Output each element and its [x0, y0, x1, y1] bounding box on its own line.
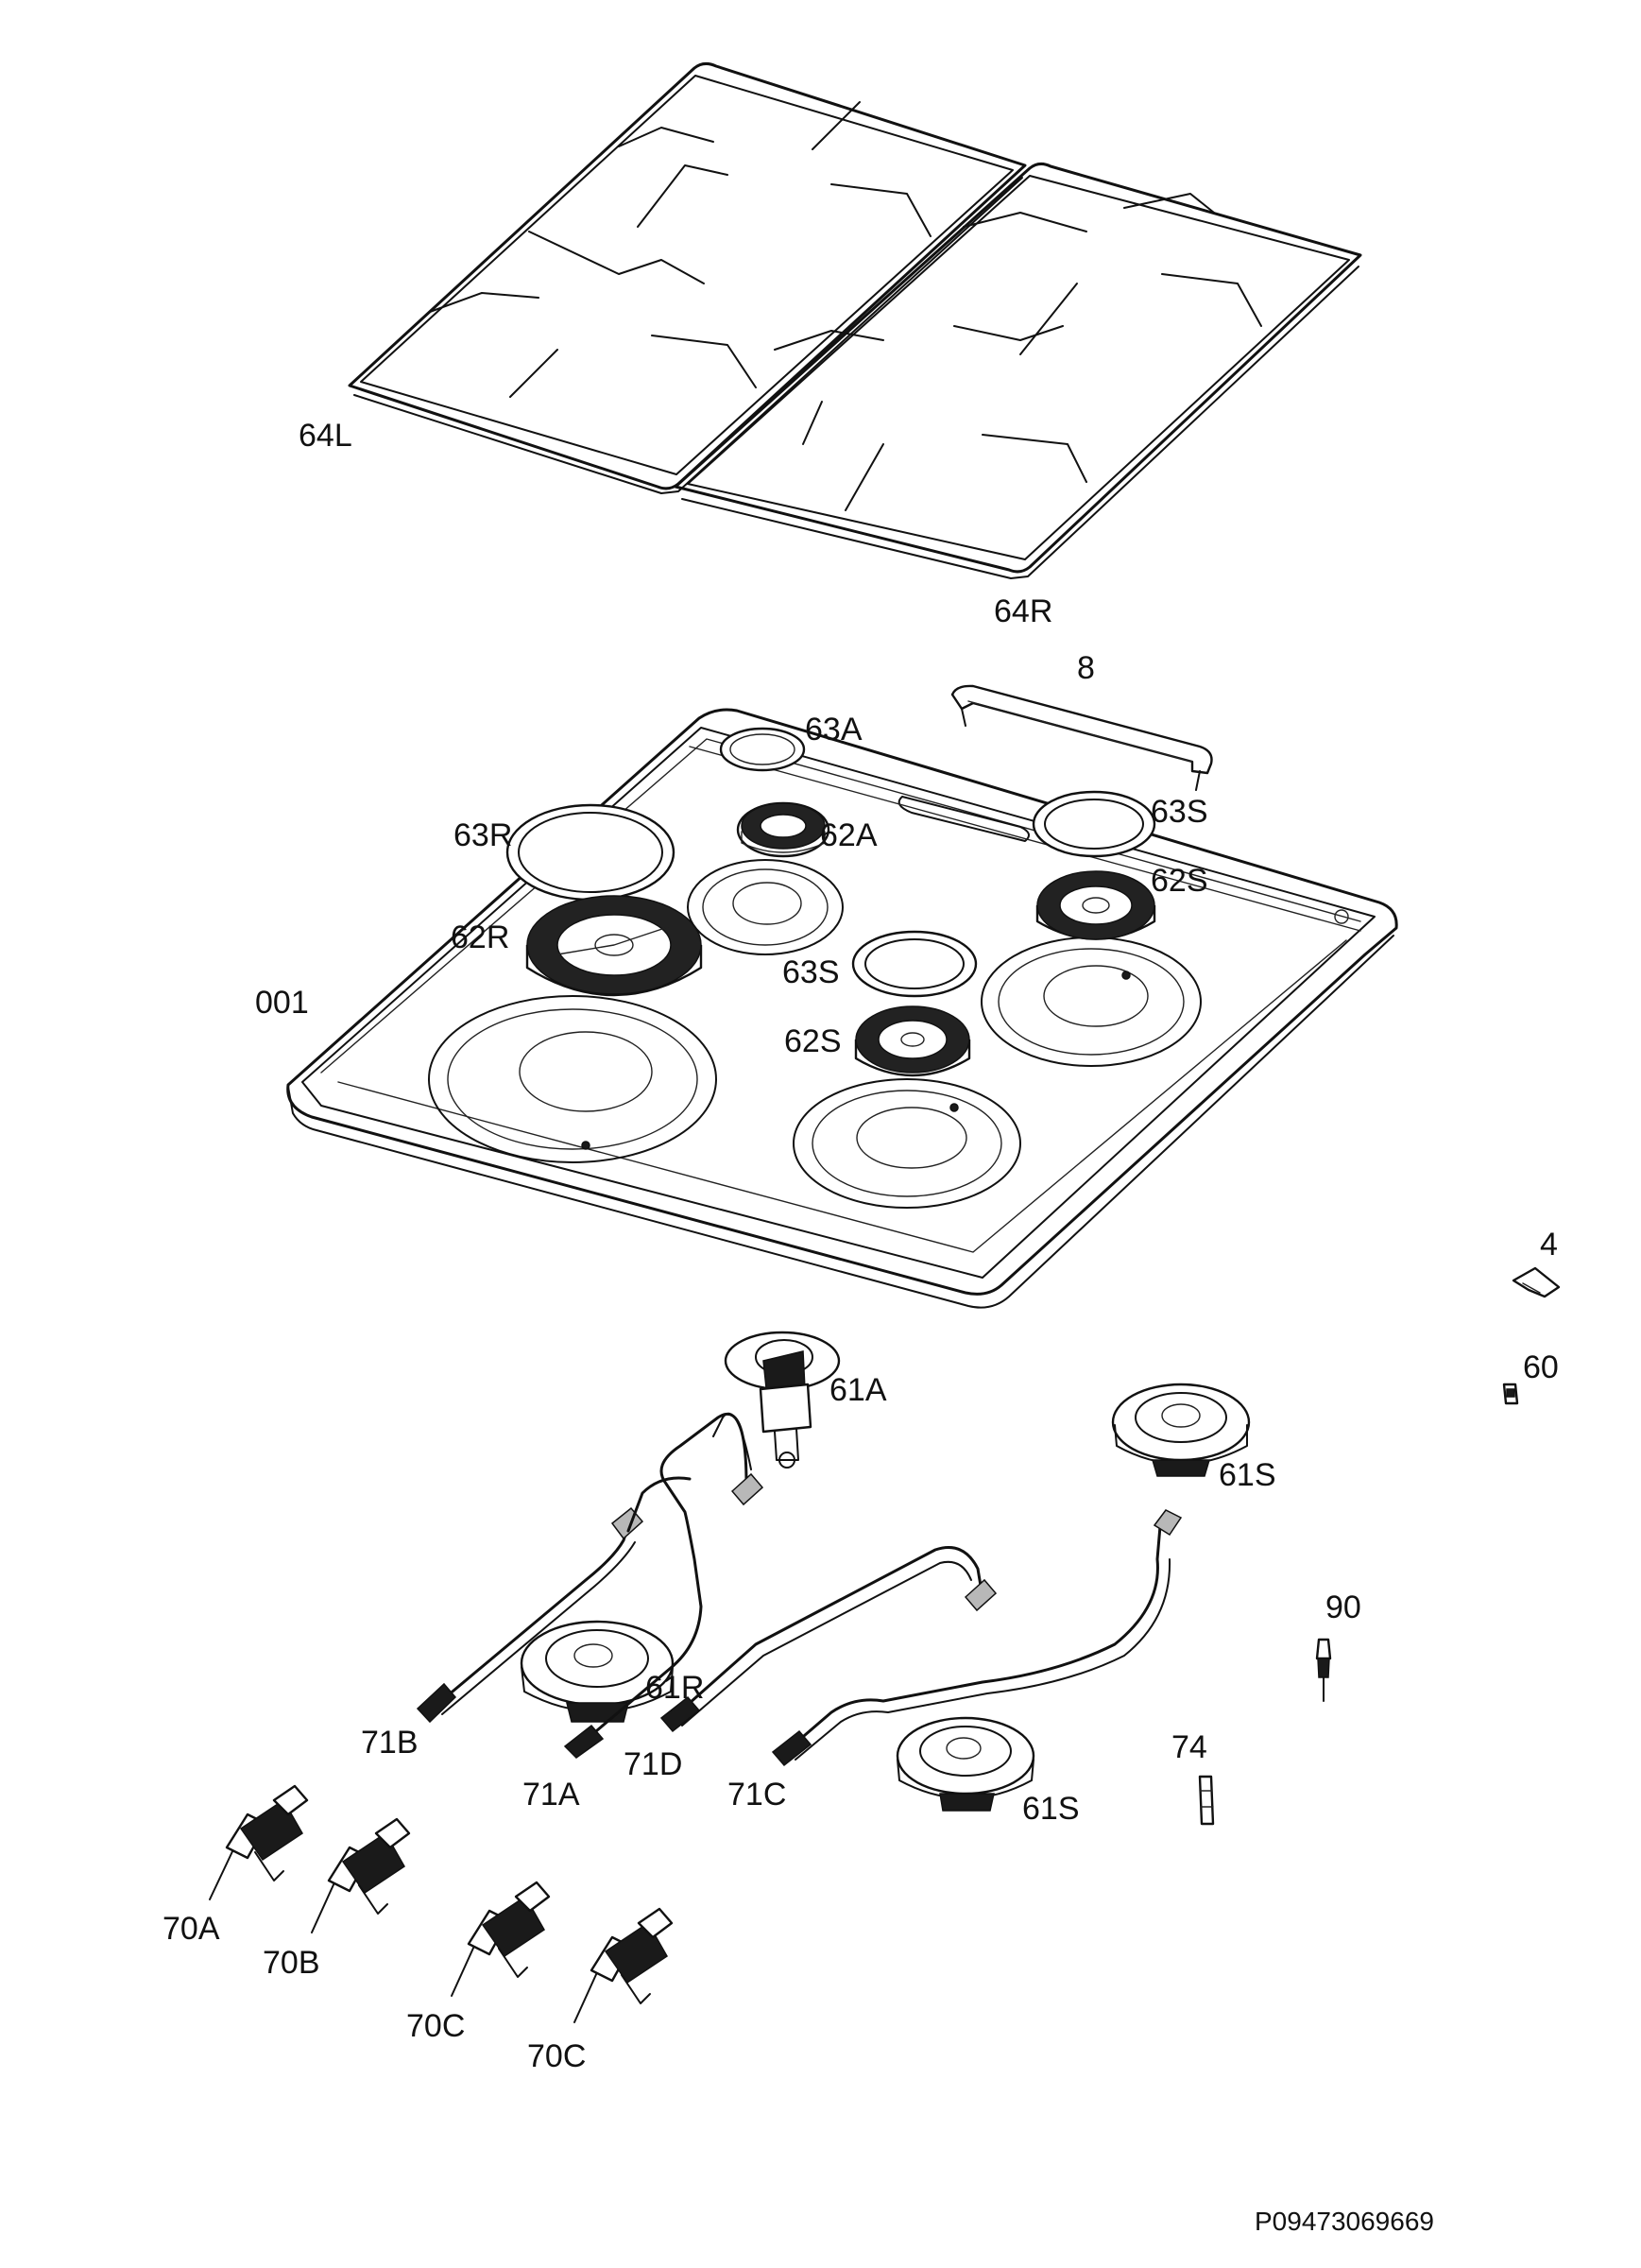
label-61S-bottom: 61S: [1022, 1791, 1080, 1827]
label-74: 74: [1171, 1729, 1207, 1765]
label-70C-left: 70C: [406, 2008, 465, 2044]
trim-bar: [950, 684, 1213, 791]
label-62R: 62R: [451, 919, 509, 955]
spark-plug-90: [1315, 1638, 1332, 1702]
gas-tap-70C-left: [451, 1881, 551, 1997]
burner-body-61A: [724, 1331, 841, 1469]
burner-cap-63R: [505, 803, 675, 902]
part-74: [1198, 1775, 1215, 1826]
burner-cap-63A: [719, 727, 806, 772]
gas-tap-70A: [209, 1784, 309, 1900]
label-71C: 71C: [727, 1777, 786, 1813]
burner-body-61S-top: [1111, 1383, 1251, 1477]
gas-pipe-71C: [771, 1509, 1183, 1767]
flame-spreader-62S-top: [1035, 870, 1156, 940]
gas-tap-70C-right: [573, 1907, 674, 2023]
label-001: 001: [255, 985, 309, 1021]
gas-pipe-71A: [563, 1412, 764, 1759]
label-61S-top: 61S: [1219, 1457, 1276, 1493]
label-4: 4: [1540, 1227, 1558, 1263]
document-code: P09473069669: [1255, 2207, 1434, 2236]
label-64R: 64R: [994, 593, 1052, 629]
label-70A: 70A: [162, 1911, 220, 1947]
label-63R: 63R: [453, 817, 512, 853]
label-62S-top: 62S: [1151, 863, 1208, 899]
gas-pipe-71D: [659, 1546, 998, 1733]
label-63S-top: 63S: [1151, 794, 1208, 830]
gas-tap-70B: [311, 1817, 411, 1933]
burner-body-61S-bottom: [896, 1716, 1035, 1812]
label-90: 90: [1325, 1589, 1361, 1625]
flame-spreader-62R: [525, 895, 703, 997]
burner-cap-63S-top: [1032, 790, 1156, 858]
flame-spreader-62S-mid: [854, 1005, 971, 1077]
label-61A: 61A: [829, 1372, 887, 1408]
label-62A: 62A: [820, 817, 878, 853]
label-70C-right: 70C: [527, 2038, 586, 2074]
label-63A: 63A: [805, 712, 863, 747]
label-71B: 71B: [361, 1725, 419, 1761]
pan-support-right: [674, 162, 1362, 579]
hob-top-panel: [286, 708, 1398, 1309]
clip-part-4: [1512, 1266, 1561, 1298]
pan-support-left: [348, 61, 1027, 494]
burner-body-61R: [520, 1620, 675, 1723]
label-61R: 61R: [645, 1670, 704, 1706]
label-60: 60: [1523, 1349, 1559, 1385]
label-8: 8: [1077, 650, 1095, 686]
label-63S-mid: 63S: [782, 954, 840, 990]
label-71D: 71D: [624, 1746, 682, 1782]
part-60: [1502, 1383, 1519, 1405]
label-62S-mid: 62S: [784, 1023, 842, 1059]
label-70B: 70B: [263, 1945, 320, 1981]
label-64L: 64L: [299, 418, 352, 454]
flame-spreader-62A: [736, 801, 830, 858]
burner-cap-63S-mid: [851, 930, 978, 998]
label-71A: 71A: [522, 1777, 580, 1813]
